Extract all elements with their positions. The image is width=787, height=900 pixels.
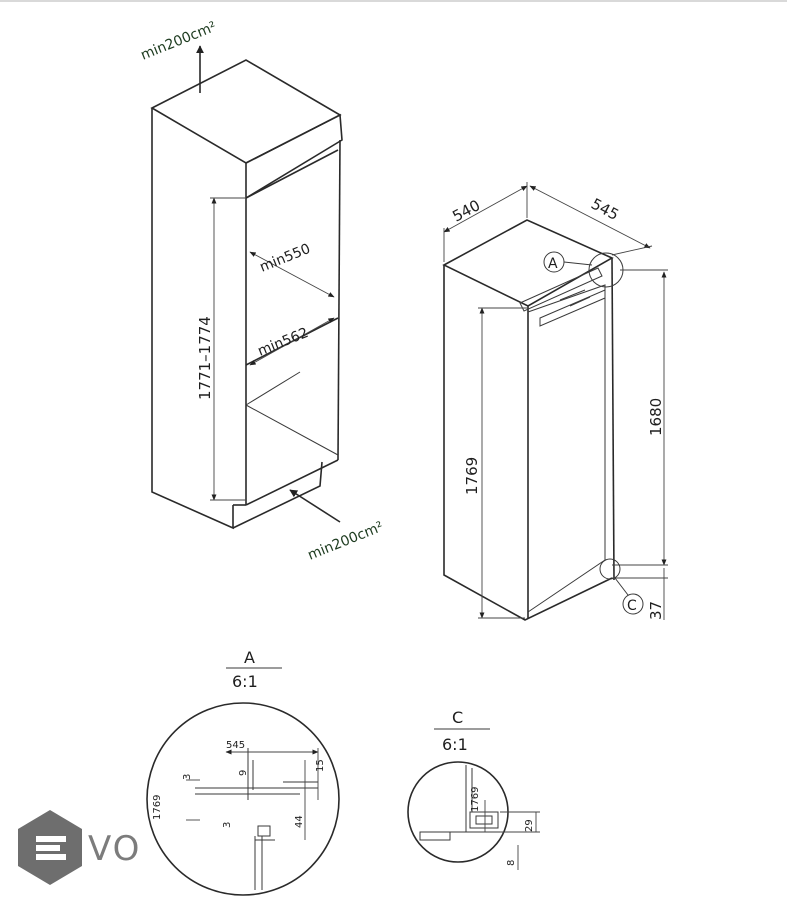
callout-c-circle [599, 558, 621, 580]
detail-a-dim-15: 15 [315, 759, 326, 772]
niche-height-dimension [210, 197, 246, 501]
height-left-label: 1769 [463, 457, 481, 495]
detail-a-drawing [186, 748, 319, 890]
top-border [0, 0, 787, 2]
depth-lower-label: min562 [256, 325, 311, 360]
detail-c-title: C [452, 708, 463, 727]
detail-a-dim-3-top: 3 [182, 774, 193, 780]
detail-a-scale: 6:1 [232, 672, 258, 691]
detail-a-dim-545: 545 [226, 740, 245, 751]
detail-a-title: A [244, 648, 255, 667]
detail-c-dim-1769: 1769 [470, 787, 481, 812]
top-vent-label: min200cm² [139, 19, 219, 64]
evo-logo: VO [18, 810, 141, 885]
depth-dimension [529, 185, 651, 249]
detail-c-dim-29: 29 [524, 819, 535, 832]
detail-c-dim-8: 8 [506, 860, 517, 866]
detail-a-circle [146, 702, 340, 896]
detail-a-dim-44: 44 [294, 815, 305, 828]
detail-a-dim-3-bottom: 3 [222, 822, 233, 828]
evo-logo-text: VO [88, 829, 141, 869]
detail-c-drawing [419, 765, 540, 870]
depth-label: 545 [588, 195, 622, 224]
detail-a-dim-9: 9 [238, 770, 249, 776]
niche-height-label: 1771–1774 [196, 316, 214, 400]
depth-lower-arrow [249, 317, 335, 366]
detail-a-dim-1769: 1769 [152, 795, 163, 820]
appliance-body [442, 219, 615, 621]
callout-a-label: A [548, 256, 558, 272]
bottom-offset-label: 37 [647, 601, 665, 620]
niche-cabinet [150, 59, 343, 530]
width-label: 540 [449, 196, 483, 225]
callout-c-label: C [627, 598, 637, 614]
depth-upper-arrow [249, 251, 335, 298]
width-dimension [443, 185, 528, 233]
detail-c-scale: 6:1 [442, 735, 468, 754]
callout-c-marker [622, 593, 644, 615]
bottom-vent-arrow [289, 489, 341, 523]
bottom-vent-label: min200cm² [306, 519, 386, 564]
height-right-label: 1680 [647, 398, 665, 436]
